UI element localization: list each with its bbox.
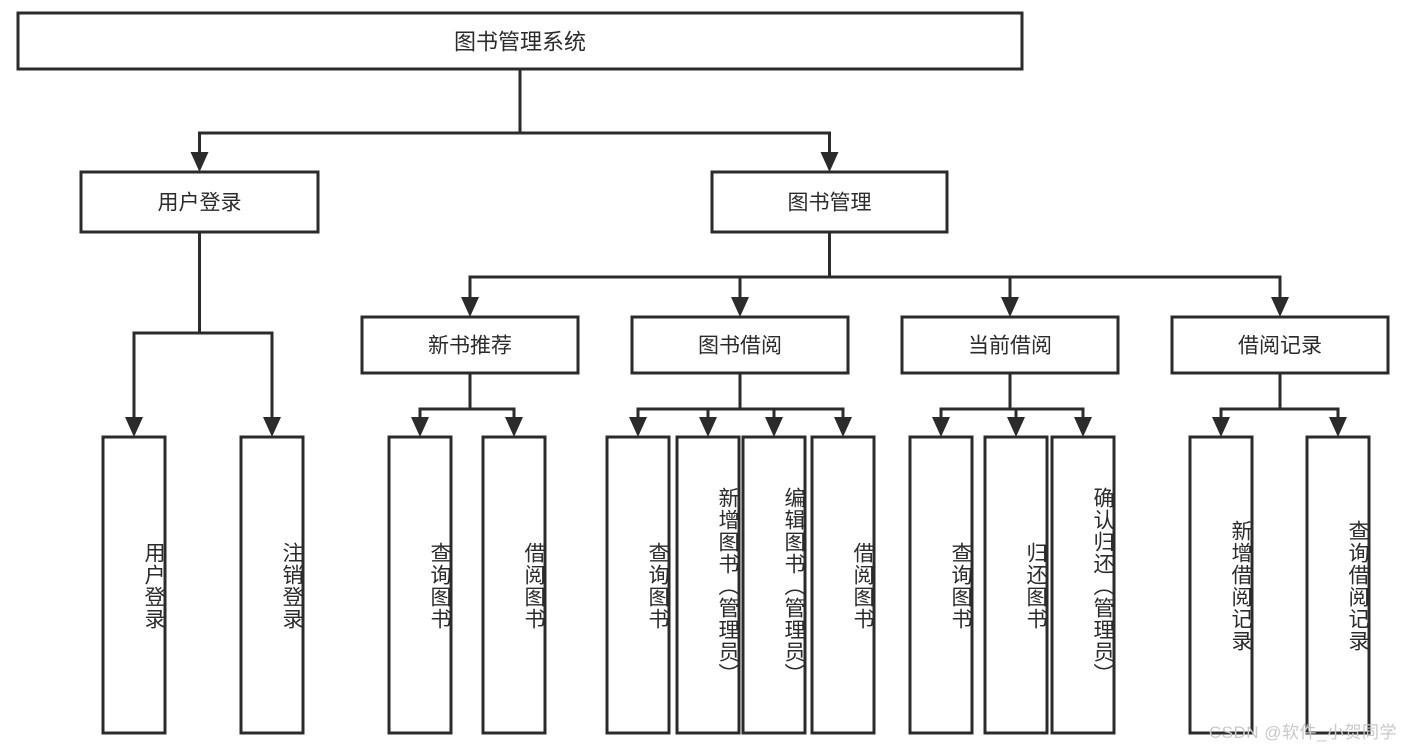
level2-node-box[interactable] — [710, 170, 949, 234]
arrowhead-icon — [1212, 417, 1230, 437]
watermark-credit: CSDN @软件_小贺同学 — [1208, 723, 1397, 742]
arrowhead-icon — [834, 417, 852, 437]
level3-node-label: 新书推荐 — [428, 335, 512, 358]
level3-node-box[interactable] — [1170, 315, 1390, 375]
level2-node-label: 用户登录 — [158, 192, 242, 215]
leaf-node-box[interactable] — [605, 435, 671, 735]
level3-node-label: 借阅记录 — [1238, 335, 1322, 358]
root-node-box[interactable] — [16, 11, 1024, 71]
leaf-node-box[interactable] — [741, 435, 807, 735]
arrowhead-icon — [1007, 417, 1025, 437]
leaf-node-box[interactable] — [387, 435, 453, 735]
arrowhead-icon — [731, 297, 749, 317]
leaf-node-box[interactable] — [1188, 435, 1254, 735]
arrowhead-icon — [505, 417, 523, 437]
root-node-label: 图书管理系统 — [454, 30, 586, 55]
arrowhead-icon — [125, 417, 143, 437]
arrowhead-icon — [1271, 297, 1289, 317]
arrowhead-icon — [1074, 417, 1092, 437]
arrowhead-icon — [461, 297, 479, 317]
level2-node-label: 图书管理 — [788, 192, 872, 215]
arrowhead-icon — [1001, 297, 1019, 317]
arrowhead-icon — [820, 152, 839, 172]
arrowhead-icon — [699, 417, 717, 437]
leaf-node-box[interactable] — [908, 435, 974, 735]
arrowhead-icon — [765, 417, 783, 437]
leaf-node-box[interactable] — [675, 435, 741, 735]
connector-layer — [125, 67, 1347, 437]
level3-node-box[interactable] — [630, 315, 850, 375]
leaf-node-box[interactable] — [101, 435, 167, 735]
leaf-node-box[interactable] — [481, 435, 547, 735]
leaf-node-box[interactable] — [983, 435, 1049, 735]
arrowhead-icon — [1329, 417, 1347, 437]
arrowhead-icon — [411, 417, 429, 437]
level3-node-box[interactable] — [360, 315, 580, 375]
leaf-node-box[interactable] — [239, 435, 305, 735]
arrowhead-icon — [190, 152, 209, 172]
level3-node-label: 图书借阅 — [698, 335, 782, 358]
leaf-node-box[interactable] — [810, 435, 876, 735]
arrowhead-icon — [932, 417, 950, 437]
arrowhead-icon — [629, 417, 647, 437]
leaf-node-box[interactable] — [1050, 435, 1116, 735]
level3-node-label: 当前借阅 — [968, 335, 1052, 358]
level3-node-box[interactable] — [900, 315, 1120, 375]
node-box-layer — [16, 11, 1390, 735]
arrowhead-icon — [263, 417, 281, 437]
leaf-node-box[interactable] — [1305, 435, 1371, 735]
level2-node-box[interactable] — [79, 170, 320, 234]
